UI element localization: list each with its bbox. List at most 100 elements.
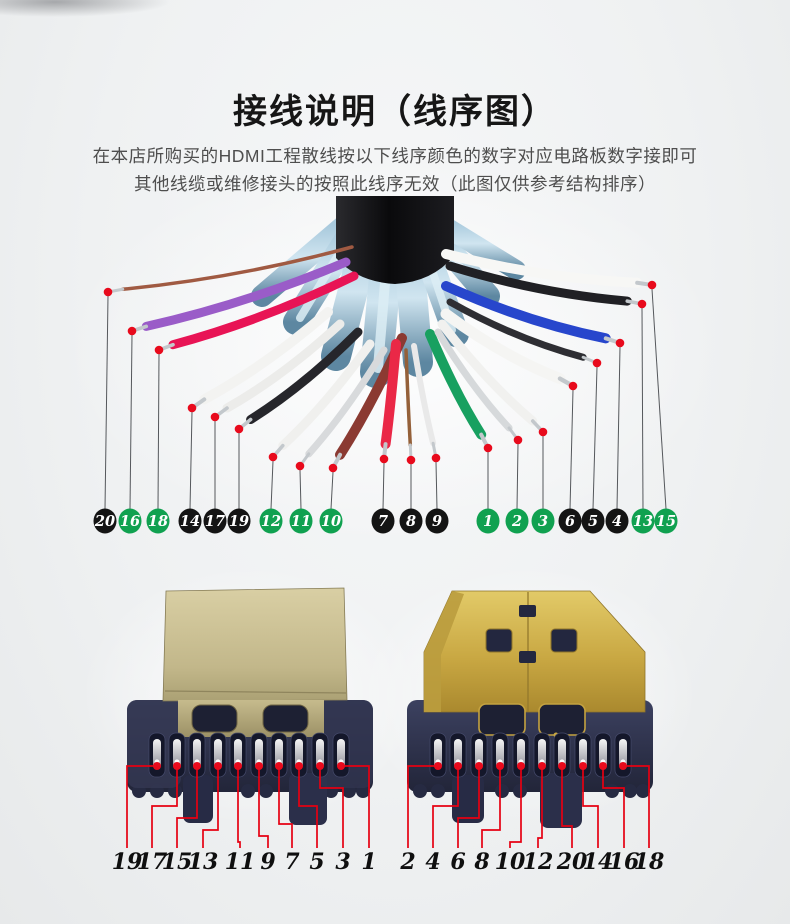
pin-number-right: 16	[609, 849, 640, 875]
wire-fan	[103, 245, 667, 510]
subtitle-line-2: 其他线缆或维修接头的按照此线序无效（此图仅供参考结构排序）	[134, 174, 656, 194]
svg-text:6: 6	[565, 513, 575, 530]
svg-text:20: 20	[94, 513, 115, 530]
wire-badge: 17	[203, 508, 227, 534]
pin-number-left: 7	[284, 849, 300, 875]
svg-text:3: 3	[538, 513, 548, 530]
pin-number-left: 1	[361, 849, 376, 875]
pin-number-right: 2	[399, 849, 415, 875]
shell-window	[538, 703, 586, 736]
pin-number-right: 12	[523, 849, 554, 875]
cable-trunk	[336, 196, 454, 284]
wire-badge: 8	[399, 508, 423, 534]
svg-text:16: 16	[120, 513, 140, 530]
svg-text:18: 18	[148, 513, 168, 530]
svg-text:15: 15	[656, 513, 676, 530]
housing-tab	[540, 773, 582, 828]
page-title: 接线说明（线序图）	[233, 93, 557, 131]
pin-number-left: 9	[260, 849, 275, 875]
wire-white	[440, 308, 566, 385]
wire-white	[278, 339, 375, 451]
shell-hole	[485, 628, 513, 653]
pin-number-right: 10	[495, 849, 526, 875]
hdmi-plug-front-photo	[407, 590, 653, 828]
wire-silver-braid	[434, 328, 513, 432]
svg-text:8: 8	[406, 513, 416, 530]
svg-text:4: 4	[612, 513, 622, 530]
svg-text:10: 10	[321, 513, 341, 530]
wire-badge: 16	[118, 508, 142, 534]
svg-text:17: 17	[205, 513, 225, 530]
wire-white	[199, 307, 333, 405]
wire-badge: 18	[146, 508, 170, 534]
svg-text:2: 2	[511, 513, 522, 530]
wire-badge: 9	[425, 508, 449, 534]
pin-number-left: 19	[112, 849, 143, 875]
shell-slot	[519, 605, 536, 617]
svg-text:14: 14	[180, 513, 200, 530]
wire-badge: 5	[581, 508, 605, 534]
pin-number-right: 20	[556, 849, 588, 875]
housing-tab	[452, 775, 484, 823]
wire-green	[425, 329, 487, 440]
wire-badge: 14	[178, 508, 202, 534]
pin-number-right: 6	[450, 849, 465, 875]
shell-window	[262, 704, 309, 733]
wire-white-braid	[411, 343, 437, 447]
wire-red	[380, 339, 401, 450]
housing-scallops	[413, 784, 650, 798]
wire-black	[246, 327, 363, 425]
pin-trace-lines	[126, 762, 650, 848]
svg-text:5: 5	[588, 513, 598, 530]
svg-text:11: 11	[291, 513, 311, 530]
wire-badge: 7	[371, 508, 395, 534]
svg-text:1: 1	[483, 513, 493, 530]
wire-copper-thin	[404, 348, 413, 447]
wire-badge: 3	[531, 508, 555, 534]
wire-blue	[441, 281, 611, 344]
wire-badge: 13	[631, 508, 655, 534]
wire-crimson	[168, 271, 359, 350]
pin-number-left: 5	[309, 849, 324, 875]
pin-number-left: 3	[335, 849, 350, 875]
housing-tab	[183, 775, 213, 823]
pin-number-left: 15	[162, 849, 193, 875]
svg-text:13: 13	[633, 513, 653, 530]
wire-copper-braid	[121, 245, 354, 292]
top-left-shadow	[0, 0, 170, 17]
pin-number-left: 17	[137, 849, 168, 875]
pin-number-right: 4	[425, 849, 440, 875]
shell-hole	[550, 628, 578, 653]
pin-number-right: 18	[634, 849, 665, 875]
wire-badge: 19	[227, 508, 251, 534]
brass-shell-plate	[162, 587, 348, 702]
shell-slot	[519, 651, 536, 663]
hdmi-plug-back-photo	[127, 587, 373, 825]
wire-badge: 6	[558, 508, 582, 534]
pin-number-right: 14	[583, 849, 614, 875]
svg-text:12: 12	[261, 513, 281, 530]
wire-badge: 2	[505, 508, 529, 534]
wire-badge: 4	[605, 508, 629, 534]
svg-text:9: 9	[432, 513, 442, 530]
subtitle-line-1: 在本店所购买的HDMI工程散线按以下线序颜色的数字对应电路板数字接即可	[92, 146, 698, 166]
pin-number-left: 11	[225, 849, 256, 875]
cable-photo	[103, 196, 667, 510]
svg-text:7: 7	[378, 513, 388, 530]
wire-silver-braid	[305, 346, 388, 458]
wire-white	[437, 319, 538, 426]
wire-purple	[141, 257, 351, 331]
shell-window	[191, 704, 238, 733]
wire-badge: 20	[93, 508, 117, 534]
wire-badge: 12	[259, 508, 283, 534]
pin-number-right: 8	[473, 849, 489, 875]
pin-number-left: 13	[188, 849, 219, 875]
wire-black	[445, 261, 632, 306]
shell-window	[478, 703, 526, 736]
wire-black	[446, 298, 587, 361]
wire-white	[441, 249, 643, 288]
